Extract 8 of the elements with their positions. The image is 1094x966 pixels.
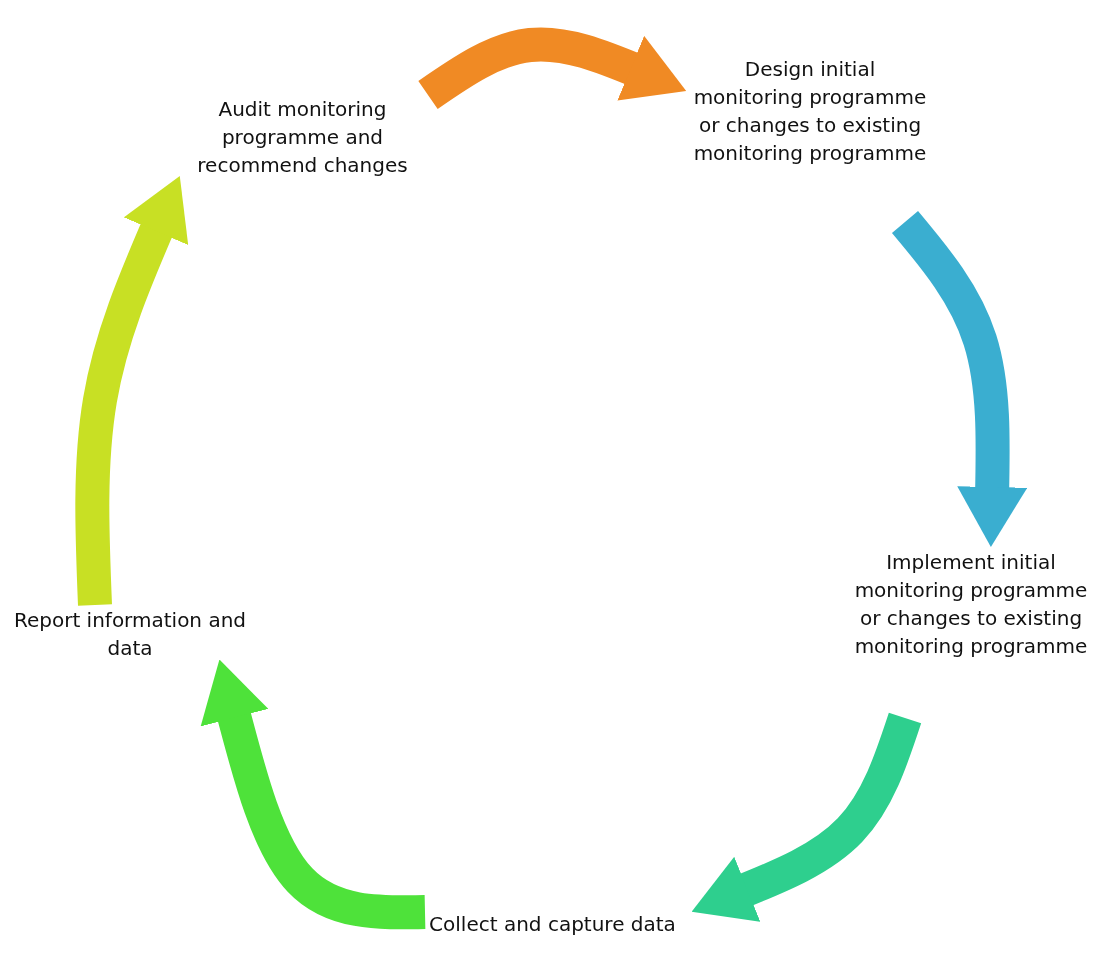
step-label: Implement initial monitoring programme or changes to existing monitoring programme <box>853 549 1089 660</box>
curved-arrow <box>75 176 189 606</box>
step-label: Report information and data <box>12 607 248 662</box>
step-label: Collect and capture data <box>428 911 677 938</box>
curved-arrow <box>691 712 922 922</box>
step-label: Audit monitoring programme and recommend changes <box>196 96 409 179</box>
curved-arrow <box>891 211 1028 547</box>
step-label: Design initial monitoring programme or changes to existing monitoring programme <box>692 56 928 167</box>
